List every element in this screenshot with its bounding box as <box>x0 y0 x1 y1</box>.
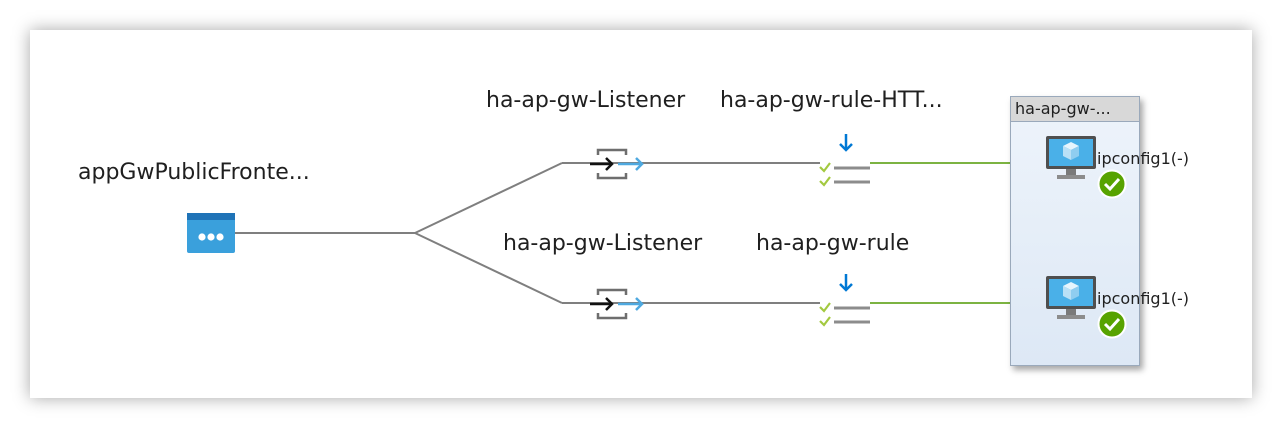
status-ok-icon-2 <box>1097 309 1127 343</box>
rule-icon-2[interactable] <box>816 274 874 334</box>
listener-label-2[interactable]: ha-ap-gw-Listener <box>503 231 703 256</box>
backend-pool-title: ha-ap-gw-... <box>1011 97 1139 122</box>
listener-icon-2[interactable] <box>590 288 646 324</box>
link-junction-listener-1 <box>414 162 563 234</box>
topology-canvas: appGwPublicFronte... ha-ap-gw-Listener h… <box>30 30 1252 398</box>
virtual-machine-icon-1[interactable] <box>1045 135 1099 189</box>
listener-icon-1[interactable] <box>590 148 646 184</box>
virtual-machine-icon-2[interactable] <box>1045 275 1099 329</box>
link-junction-listener-2 <box>414 232 563 304</box>
vm-label-1[interactable]: ipconfig1(-) <box>1097 149 1189 168</box>
frontend-label[interactable]: appGwPublicFronte... <box>78 160 310 185</box>
vm-label-2[interactable]: ipconfig1(-) <box>1097 289 1189 308</box>
status-ok-icon-1 <box>1097 169 1127 203</box>
backend-pool[interactable]: ha-ap-gw-... ipconfig1(-) <box>1010 96 1189 366</box>
listener-label-1[interactable]: ha-ap-gw-Listener <box>486 88 686 113</box>
rule-label-1[interactable]: ha-ap-gw-rule-HTT... <box>720 88 943 113</box>
rule-label-2[interactable]: ha-ap-gw-rule <box>756 231 910 256</box>
rule-icon-1[interactable] <box>816 134 874 194</box>
public-ip-frontend-icon[interactable] <box>186 212 236 258</box>
